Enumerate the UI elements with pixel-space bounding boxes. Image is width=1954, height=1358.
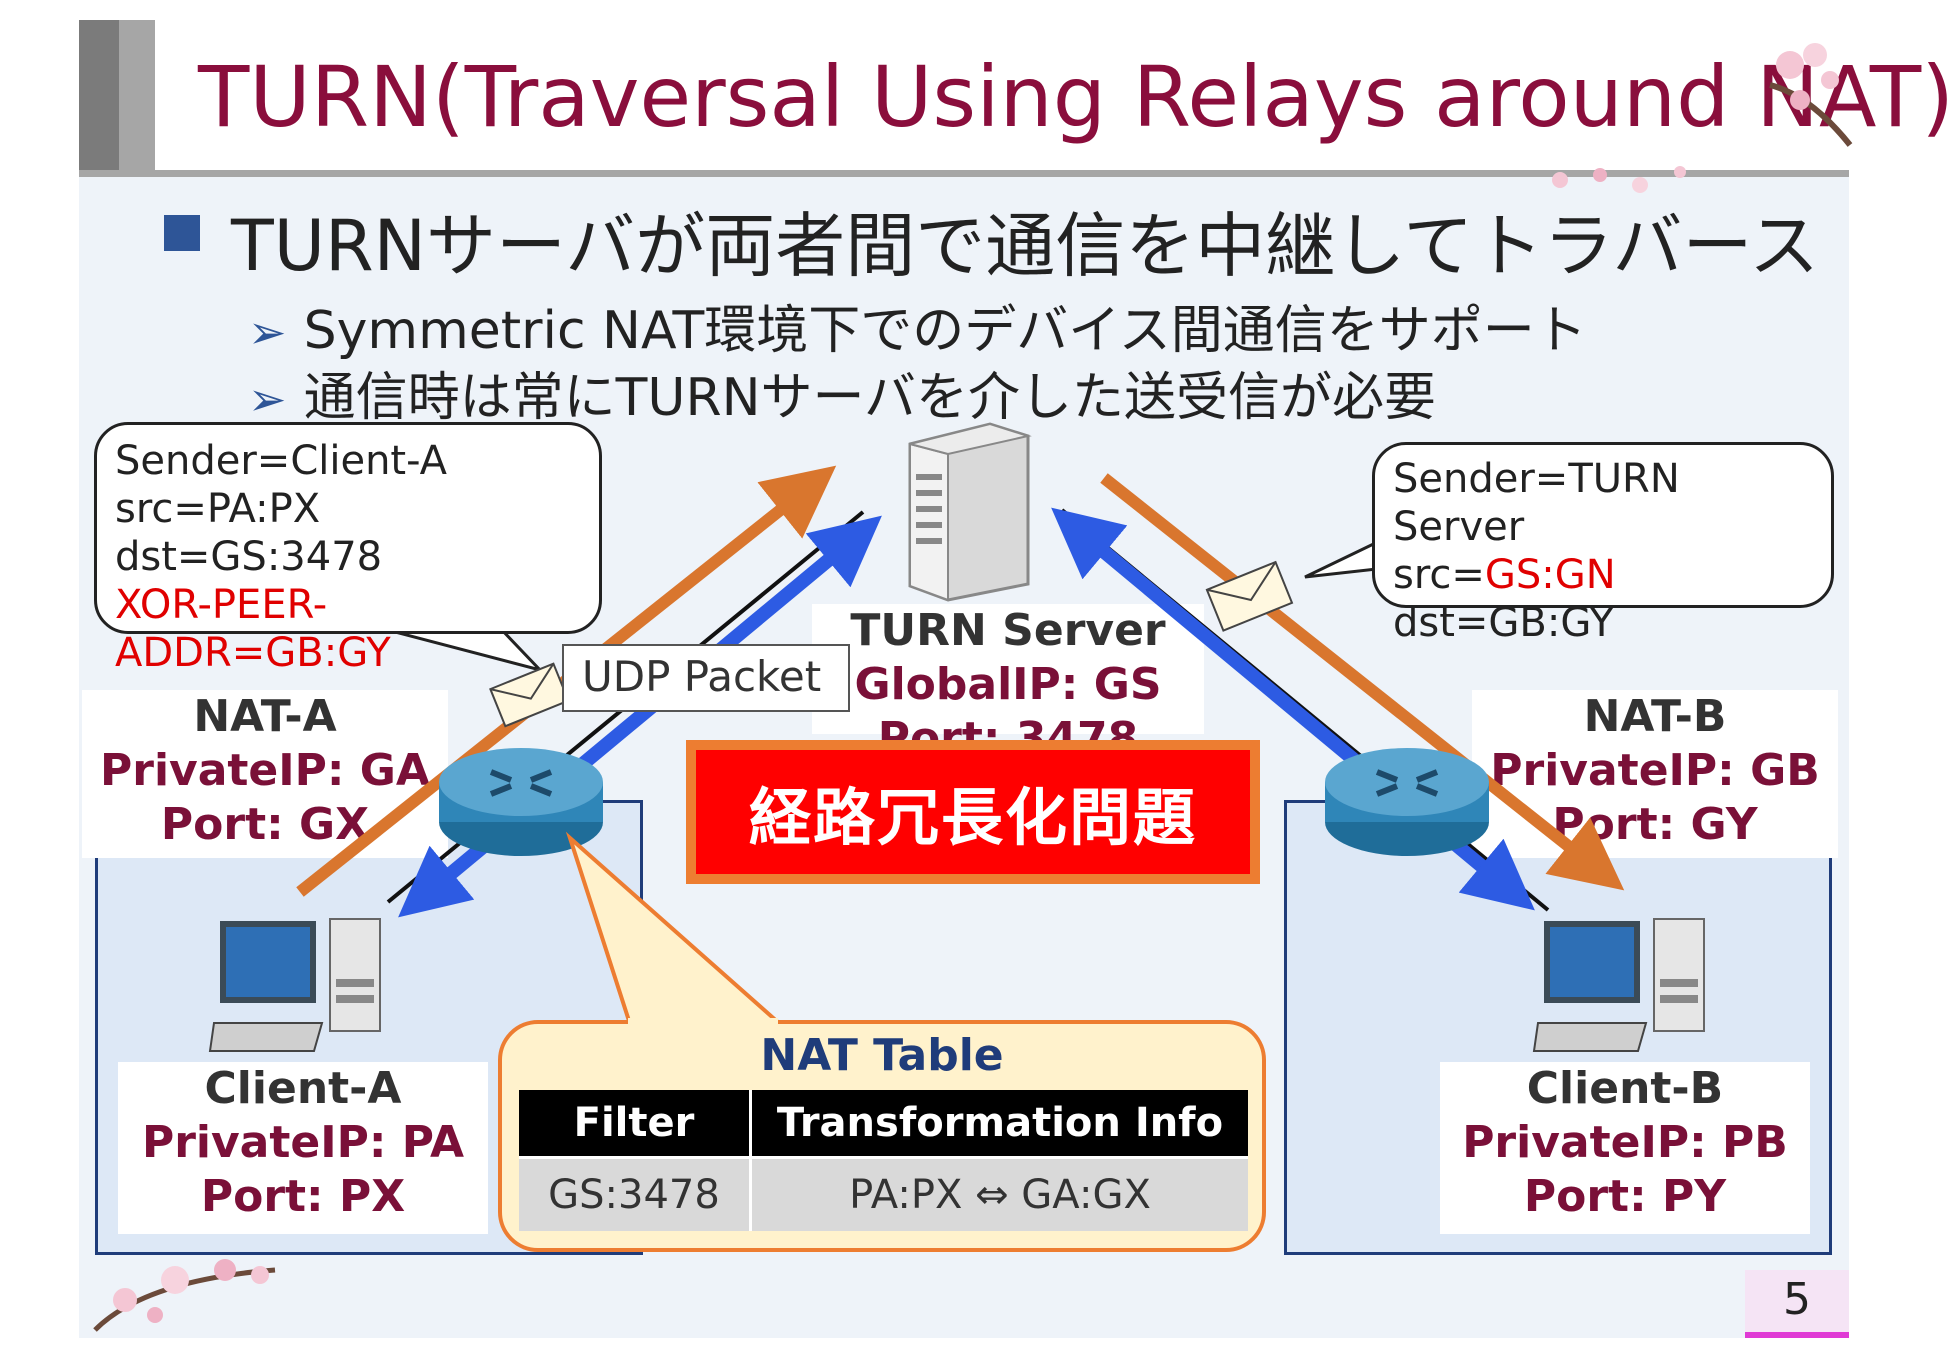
callout-right-line1: Sender=TURN Server [1393, 456, 1680, 550]
envelope-icon [489, 662, 570, 728]
callout-right-line2: src=GS:GN [1393, 551, 1813, 599]
server-icon [908, 422, 1032, 602]
callout-left-line1: Sender=Client-A [115, 438, 448, 484]
callout-left: Sender=Client-A src=PA:PX dst=GS:3478 XO… [94, 422, 602, 676]
title-bar [79, 20, 1849, 175]
nat-table-cell: PA:PX ⇔ GA:GX [750, 1156, 1248, 1231]
nat-table-header: Transformation Info [750, 1090, 1248, 1158]
callout-left-line4: XOR-PEER-ADDR=GB:GY [115, 582, 391, 676]
client-b-label: Client-B PrivateIP: PB Port: PY [1440, 1062, 1810, 1234]
route-redundancy-problem: 経路冗長化問題 [686, 740, 1260, 884]
router-b-icon [1325, 748, 1489, 856]
callout-left-line2: src=PA:PX [115, 486, 321, 532]
nat-table-header-row: Filter Transformation Info [519, 1090, 1248, 1158]
main-bullet-text: TURNサーバが両者間で通信を中継してトラバース [231, 205, 1819, 287]
router-a-icon [439, 748, 603, 856]
page-number: 5 [1745, 1270, 1849, 1338]
callout-right-src-value: GS:GN [1484, 552, 1616, 598]
arrow-bullet-icon: ➢ [248, 305, 287, 359]
table-row: GS:3478 PA:PX ⇔ GA:GX [519, 1156, 1248, 1231]
cherry-blossom-decoration [1552, 166, 1686, 193]
sub-bullet-1: ➢ Symmetric NAT環境下でのデバイス間通信をサポート [248, 288, 1587, 363]
callout-right-src-key: src= [1393, 552, 1485, 598]
client-a-port: Port: PX [200, 1171, 406, 1222]
nat-a-name: NAT-A [193, 691, 337, 742]
slide-title: TURN(Traversal Using Relays around NAT) [198, 48, 1954, 146]
cherry-blossom-decoration [93, 1259, 276, 1332]
bullet-marker [164, 215, 200, 251]
nat-a-ip: PrivateIP: GA [100, 745, 430, 796]
envelope-icon [1205, 560, 1294, 632]
nat-b-ip: PrivateIP: GB [1490, 745, 1820, 796]
callout-right: Sender=TURN Server src=GS:GN dst=GB:GY [1372, 442, 1834, 646]
sub-bullet-text: 通信時は常にTURNサーバを介した送受信が必要 [303, 368, 1436, 428]
client-a-label: Client-A PrivateIP: PA Port: PX [118, 1062, 488, 1234]
nat-table-header: Filter [519, 1090, 752, 1158]
udp-packet-label: UDP Packet [562, 644, 850, 712]
title-underline [79, 170, 1849, 177]
client-a-name: Client-A [204, 1063, 402, 1114]
nat-a-port: Port: GX [160, 799, 370, 850]
title-stripe [119, 20, 155, 175]
computer-b-icon [1532, 918, 1705, 1052]
callout-right-line3: dst=GB:GY [1393, 600, 1614, 646]
sub-bullet-2: ➢ 通信時は常にTURNサーバを介した送受信が必要 [248, 355, 1436, 430]
sub-bullet-text: Symmetric NAT環境下でのデバイス間通信をサポート [303, 301, 1587, 361]
arrow-bullet-icon: ➢ [248, 372, 287, 426]
client-b-port: Port: PY [1523, 1171, 1727, 1222]
cherry-blossom-decoration [1769, 43, 1853, 147]
nat-table: Filter Transformation Info GS:3478 PA:PX… [519, 1090, 1248, 1231]
nat-table-cell: GS:3478 [519, 1156, 752, 1231]
callout-left-line3: dst=GS:3478 [115, 534, 383, 580]
nat-table-callout-tail [565, 831, 786, 1026]
nat-table-tail-mask [628, 1018, 778, 1030]
nat-table-title: NAT Table [760, 1030, 1004, 1081]
computer-a-icon [208, 918, 381, 1052]
client-b-name: Client-B [1526, 1063, 1724, 1114]
client-a-ip: PrivateIP: PA [141, 1117, 465, 1168]
client-b-ip: PrivateIP: PB [1462, 1117, 1788, 1168]
title-stripe [79, 20, 119, 175]
nat-b-name: NAT-B [1583, 691, 1727, 742]
